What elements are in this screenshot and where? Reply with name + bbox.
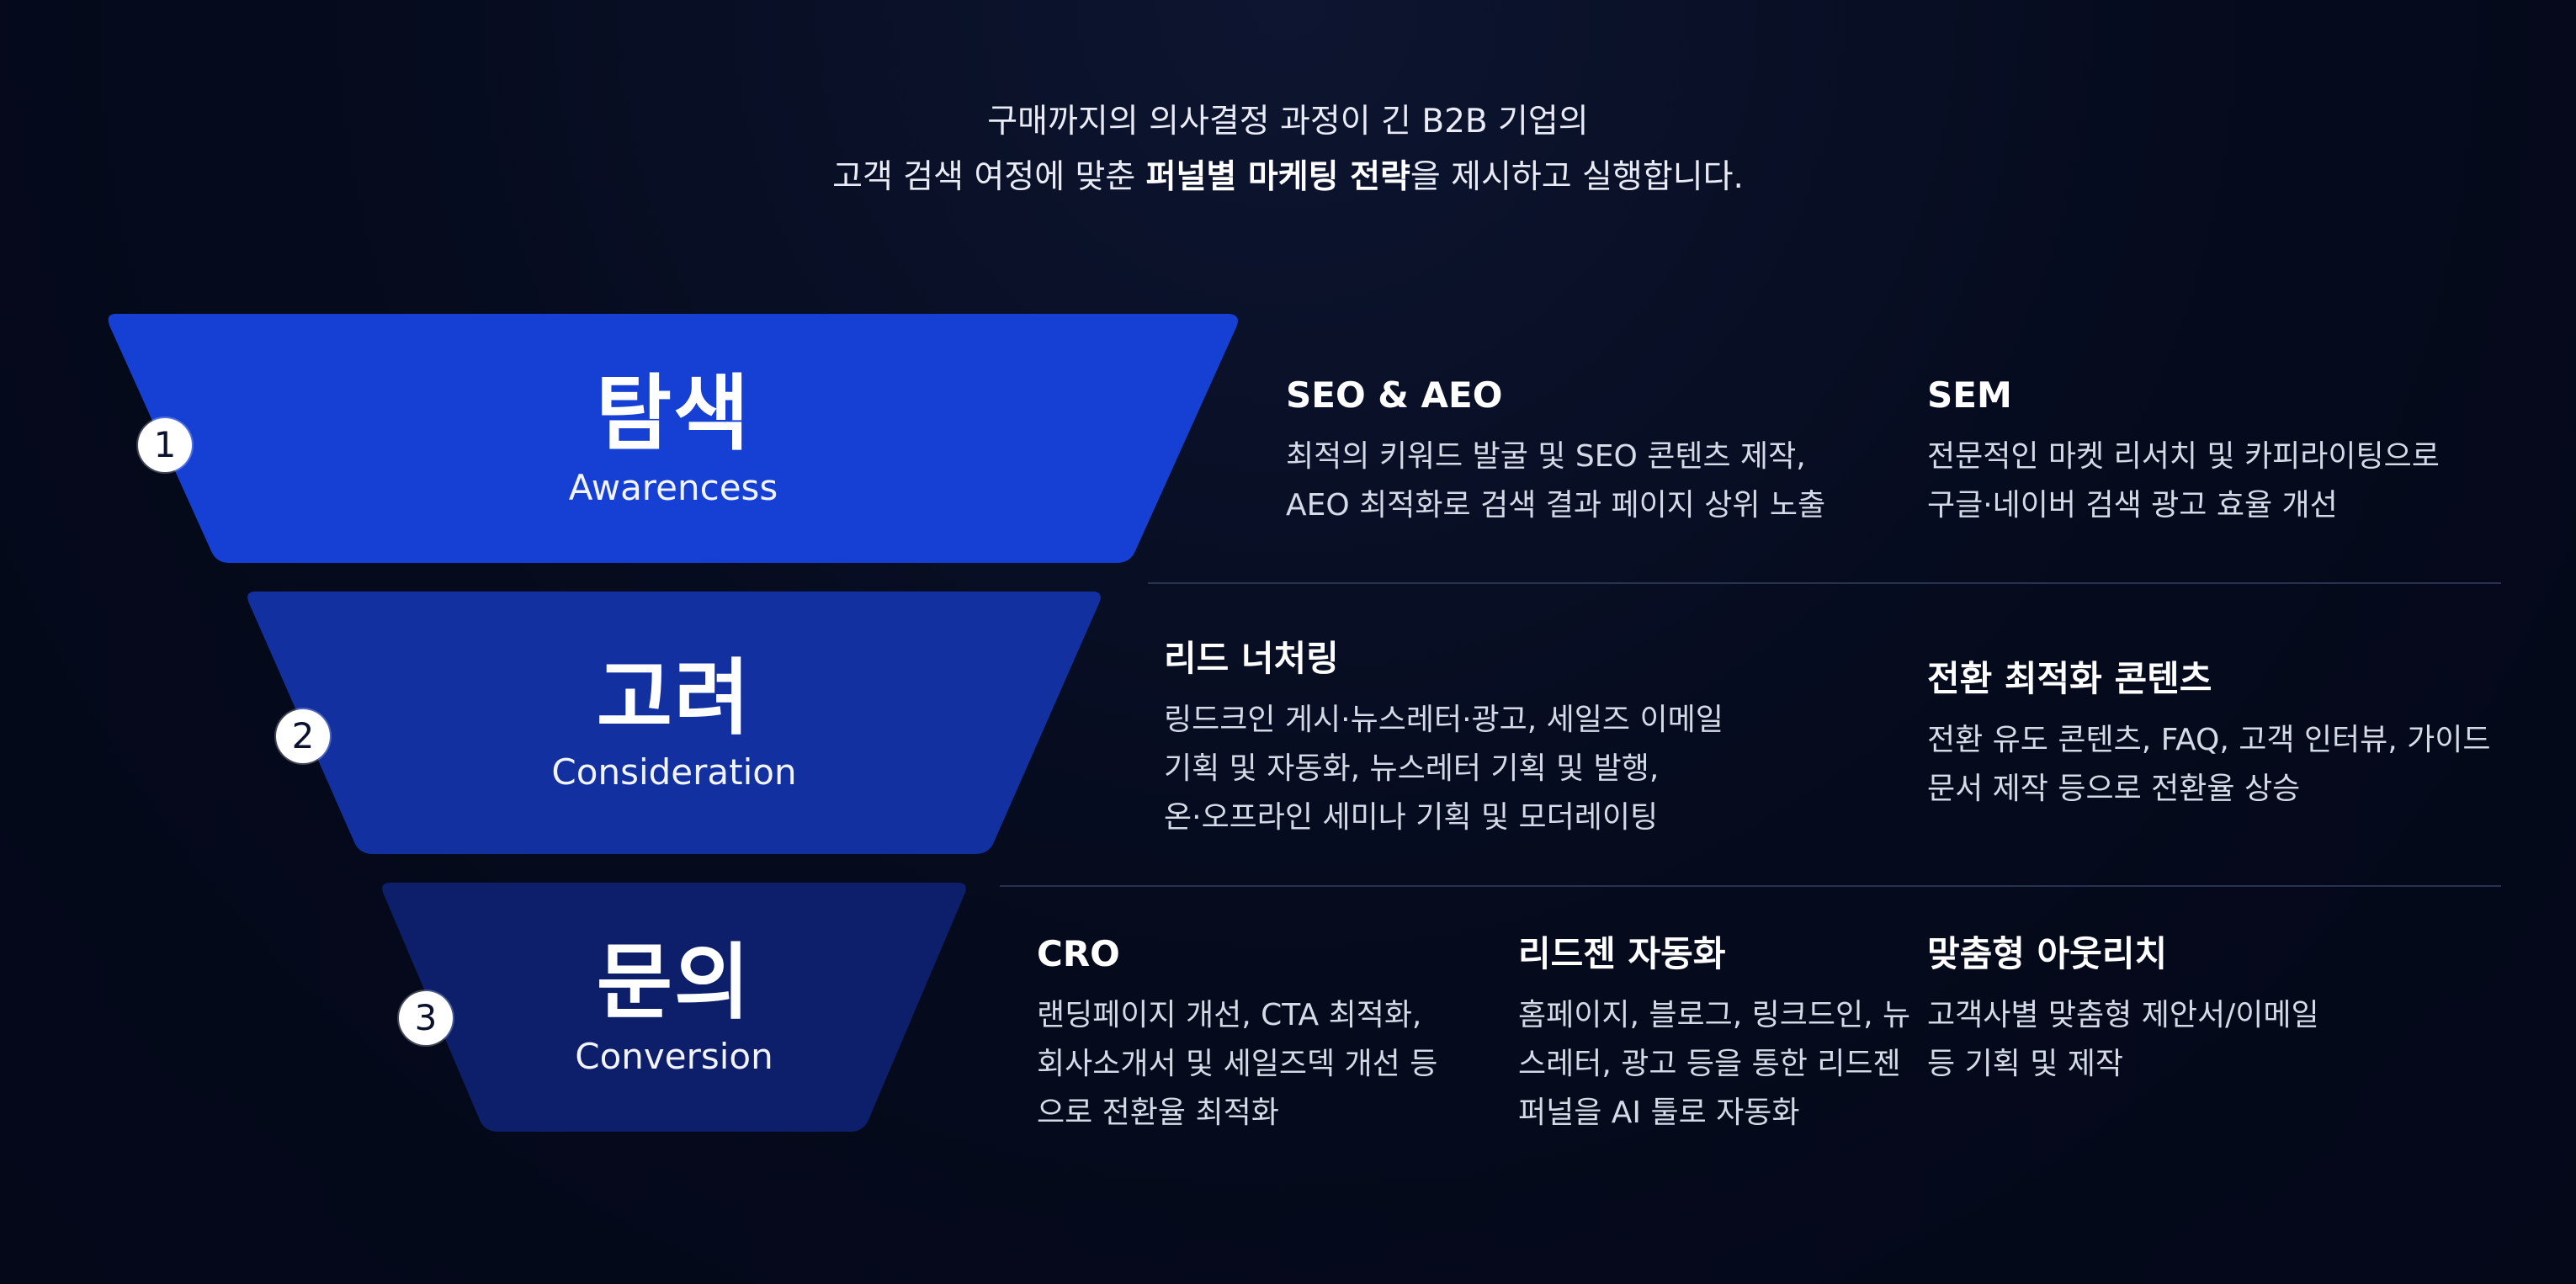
- item-seo-aeo: SEO & AEO 최적의 키워드 발굴 및 SEO 콘텐츠 제작, AEO 최…: [1286, 372, 1909, 530]
- item-title: 리드 너처링: [1164, 638, 1339, 679]
- funnel-stage-consideration: 고려 Consideration: [244, 592, 1104, 854]
- stage-title: 탐색: [595, 366, 752, 462]
- item-description: 전환 유도 콘텐츠, FAQ, 고객 인터뷰, 가이드 문서 제작 등으로 전환…: [1927, 723, 2491, 806]
- item-title: 전환 최적화 콘텐츠: [1927, 658, 2212, 699]
- item-custom-outreach: 맞춤형 아웃리치 고객사별 맞춤형 제안서/이메일 등 기획 및 제작: [1927, 931, 2516, 1089]
- row-divider: [1148, 582, 2501, 584]
- item-title: CRO: [1037, 933, 1120, 974]
- item-sem: SEM 전문적인 마켓 리서치 및 카피라이팅으로 구글·네이버 검색 광고 효…: [1927, 372, 2533, 530]
- funnel-stage-conversion: 문의 Conversion: [379, 883, 969, 1132]
- item-leadgen-automation: 리드젠 자동화 홈페이지, 블로그, 링크드인, 뉴 스레터, 광고 등을 통한…: [1518, 931, 1914, 1138]
- item-title: SEM: [1927, 374, 2012, 416]
- funnel-stage-awareness: 탐색 Awarencess: [104, 314, 1242, 563]
- item-description: 전문적인 마켓 리서치 및 카피라이팅으로 구글·네이버 검색 광고 효율 개선: [1927, 439, 2440, 523]
- stage-number-badge: 3: [399, 991, 453, 1045]
- intro-line-1: 구매까지의 의사결정 과정이 긴 B2B 기업의: [987, 103, 1589, 141]
- item-description: 고객사별 맞춤형 제안서/이메일 등 기획 및 제작: [1927, 998, 2319, 1081]
- stage-subtitle: Conversion: [575, 1036, 773, 1077]
- item-description: 링드크인 게시·뉴스레터·광고, 세일즈 이메일 기획 및 자동화, 뉴스레터 …: [1164, 703, 1724, 835]
- stage-title: 문의: [596, 935, 752, 1031]
- intro-line-2: 고객 검색 여정에 맞춘 퍼널별 마케팅 전략을 제시하고 실행합니다.: [0, 150, 2576, 205]
- item-cro: CRO 랜딩페이지 개선, CTA 최적화, 회사소개서 및 세일즈덱 개선 등…: [1037, 931, 1508, 1138]
- intro-line-2-post: 을 제시하고 실행합니다.: [1410, 158, 1744, 196]
- item-title: SEO & AEO: [1286, 374, 1503, 416]
- funnel-stage-awareness-shape: [108, 314, 1238, 563]
- item-description: 랜딩페이지 개선, CTA 최적화, 회사소개서 및 세일즈덱 개선 등 으로 …: [1037, 998, 1438, 1130]
- item-description: 홈페이지, 블로그, 링크드인, 뉴 스레터, 광고 등을 통한 리드젠 퍼널을…: [1518, 998, 1911, 1130]
- stage-number-badge: 1: [138, 418, 192, 472]
- row-divider: [1000, 885, 2501, 887]
- item-description: 최적의 키워드 발굴 및 SEO 콘텐츠 제작, AEO 최적화로 검색 결과 …: [1286, 439, 1826, 523]
- stage-number-badge: 2: [276, 709, 330, 763]
- funnel-stage-conversion-shape: [382, 883, 966, 1132]
- item-conversion-content: 전환 최적화 콘텐츠 전환 유도 콘텐츠, FAQ, 고객 인터뷰, 가이드 문…: [1927, 655, 2541, 814]
- stage-subtitle: Consideration: [551, 751, 797, 793]
- item-title: 리드젠 자동화: [1518, 933, 1726, 974]
- stage-title: 고려: [596, 650, 752, 746]
- intro-line-2-highlight: 퍼널별 마케팅 전략: [1145, 158, 1410, 196]
- intro-text: 구매까지의 의사결정 과정이 긴 B2B 기업의 고객 검색 여정에 맞춘 퍼널…: [0, 94, 2576, 205]
- item-lead-nurturing: 리드 너처링 링드크인 게시·뉴스레터·광고, 세일즈 이메일 기획 및 자동화…: [1164, 635, 1888, 842]
- stage-subtitle: Awarencess: [568, 467, 778, 508]
- item-title: 맞춤형 아웃리치: [1927, 933, 2168, 974]
- intro-line-2-pre: 고객 검색 여정에 맞춘: [832, 158, 1146, 196]
- funnel-stage-consideration-shape: [247, 592, 1101, 854]
